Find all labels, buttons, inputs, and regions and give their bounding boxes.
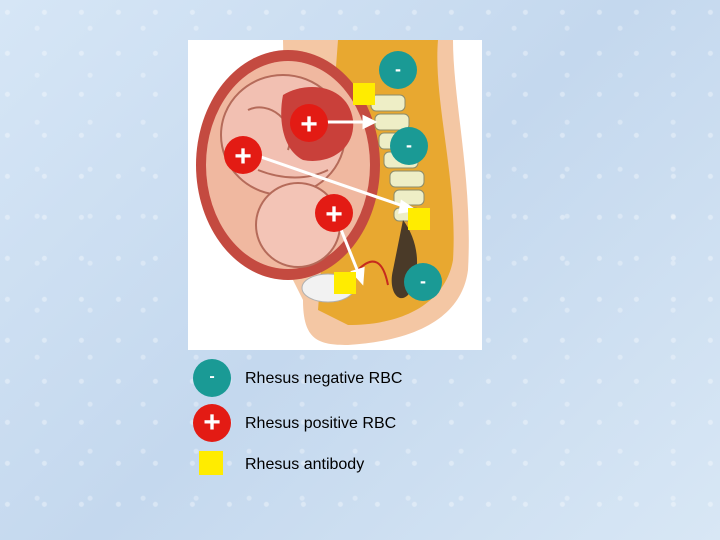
svg-text:+: + bbox=[325, 198, 343, 231]
rh-positive-rbc: + bbox=[315, 194, 353, 232]
svg-text:-: - bbox=[420, 271, 426, 291]
legend-label: Rhesus positive RBC bbox=[245, 415, 397, 432]
svg-text:-: - bbox=[395, 59, 401, 79]
rh-negative-rbc-icon: - bbox=[193, 359, 231, 397]
rh-negative-rbc: - bbox=[404, 263, 442, 301]
pregnancy-illustration: - - - + + + bbox=[188, 40, 482, 350]
pregnancy-cross-section: - - - + + + bbox=[196, 40, 469, 345]
rh-antibody bbox=[353, 83, 375, 105]
rh-positive-rbc-icon: + bbox=[193, 404, 231, 442]
svg-text:+: + bbox=[234, 140, 252, 173]
legend-label: Rhesus negative RBC bbox=[245, 370, 403, 387]
rh-antibody bbox=[334, 272, 356, 294]
arrow-line bbox=[257, 154, 407, 209]
rh-antibody bbox=[408, 208, 430, 230]
arrow-head bbox=[362, 114, 378, 130]
legend-label: Rhesus antibody bbox=[245, 456, 365, 473]
blood-vessel bbox=[357, 260, 389, 286]
rh-negative-rbc: - bbox=[379, 51, 417, 89]
svg-text:-: - bbox=[406, 135, 412, 155]
svg-text:+: + bbox=[300, 108, 318, 141]
rh-antibody-icon bbox=[199, 451, 223, 475]
rh-negative-rbc: - bbox=[390, 127, 428, 165]
rh-positive-rbc: + bbox=[290, 104, 328, 142]
rh-positive-rbc: + bbox=[224, 136, 262, 174]
